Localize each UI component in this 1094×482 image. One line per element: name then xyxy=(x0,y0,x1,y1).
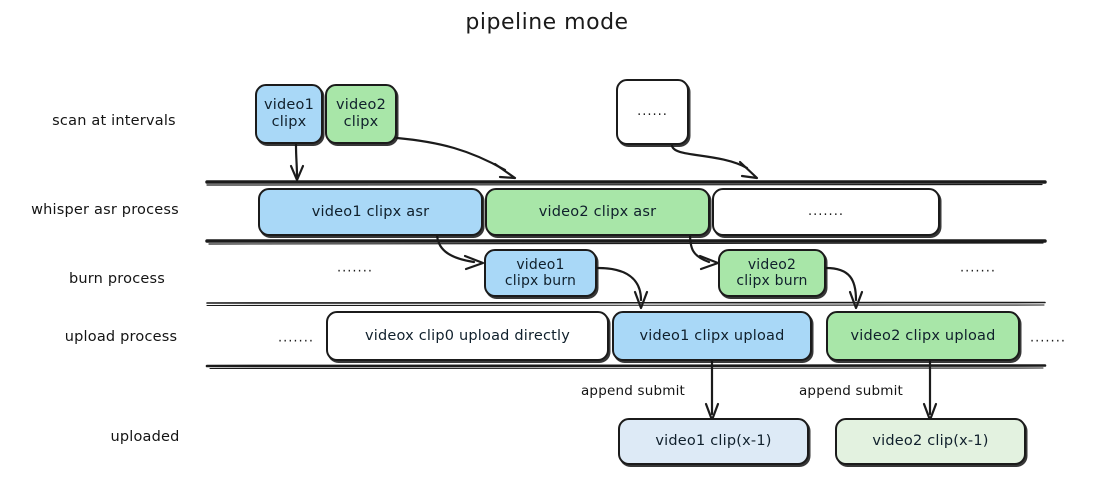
node-upload-video2-label: video2 clipx upload xyxy=(850,327,996,344)
node-uploaded-video2[interactable]: video2 clip(x-1) xyxy=(835,418,1026,465)
node-scan-video1-line2: clipx xyxy=(271,114,307,130)
node-burn-video2[interactable]: video2 clipx burn xyxy=(718,249,826,297)
ellipsis-upload-right: ....... xyxy=(1030,330,1066,346)
node-scan-video2-line1: video2 xyxy=(335,97,387,114)
lane-label-upload: upload process xyxy=(64,329,178,345)
node-asr-video1-label: video1 clipx asr xyxy=(311,203,430,220)
node-uploaded-video1-label: video1 clip(x-1) xyxy=(655,433,772,450)
node-burn-video2-line2: clipx burn xyxy=(736,273,808,289)
node-upload-video1-label: video1 clipx upload xyxy=(639,327,785,344)
node-scan-video1[interactable]: video1 clipx xyxy=(255,84,323,144)
node-burn-video1[interactable]: video1 clipx burn xyxy=(484,249,597,297)
edge-label-append-submit-2: append submit xyxy=(798,383,904,399)
lane-label-asr: whisper asr process xyxy=(31,202,179,218)
ellipsis-upload-left: ....... xyxy=(278,330,314,346)
node-burn-video1-line2: clipx burn xyxy=(504,273,577,289)
node-asr-more[interactable]: ....... xyxy=(712,188,940,236)
node-asr-video2[interactable]: video2 clipx asr xyxy=(485,188,710,236)
node-burn-video1-line1: video1 xyxy=(516,256,565,273)
node-scan-video1-line1: video1 xyxy=(263,97,315,114)
lane-label-scan: scan at intervals xyxy=(52,113,176,129)
node-upload-video2[interactable]: video2 clipx upload xyxy=(826,311,1020,361)
node-upload-video1[interactable]: video1 clipx upload xyxy=(612,311,812,361)
node-upload-direct-label: videox clip0 upload directly xyxy=(364,327,571,344)
node-asr-video1[interactable]: video1 clipx asr xyxy=(258,188,483,236)
edge-label-append-submit-1: append submit xyxy=(580,383,686,399)
node-scan-video2[interactable]: video2 clipx xyxy=(325,84,397,144)
node-uploaded-video1[interactable]: video1 clip(x-1) xyxy=(618,418,809,465)
lane-label-burn: burn process xyxy=(68,271,166,287)
node-asr-video2-label: video2 clipx asr xyxy=(538,203,657,220)
node-scan-video2-line2: clipx xyxy=(343,114,379,130)
node-asr-more-dots: ....... xyxy=(808,203,844,219)
lane-label-uploaded: uploaded xyxy=(110,429,180,445)
node-upload-direct[interactable]: videox clip0 upload directly xyxy=(326,311,609,361)
node-scan-more[interactable]: ...... xyxy=(616,79,689,145)
ellipsis-burn-left: ....... xyxy=(337,260,373,276)
node-scan-more-dots: ...... xyxy=(637,103,668,119)
ellipsis-burn-right: ....... xyxy=(960,260,996,276)
page-title: pipeline mode xyxy=(465,10,629,35)
node-burn-video2-line1: video2 xyxy=(747,256,797,273)
node-uploaded-video2-label: video2 clip(x-1) xyxy=(872,433,989,450)
